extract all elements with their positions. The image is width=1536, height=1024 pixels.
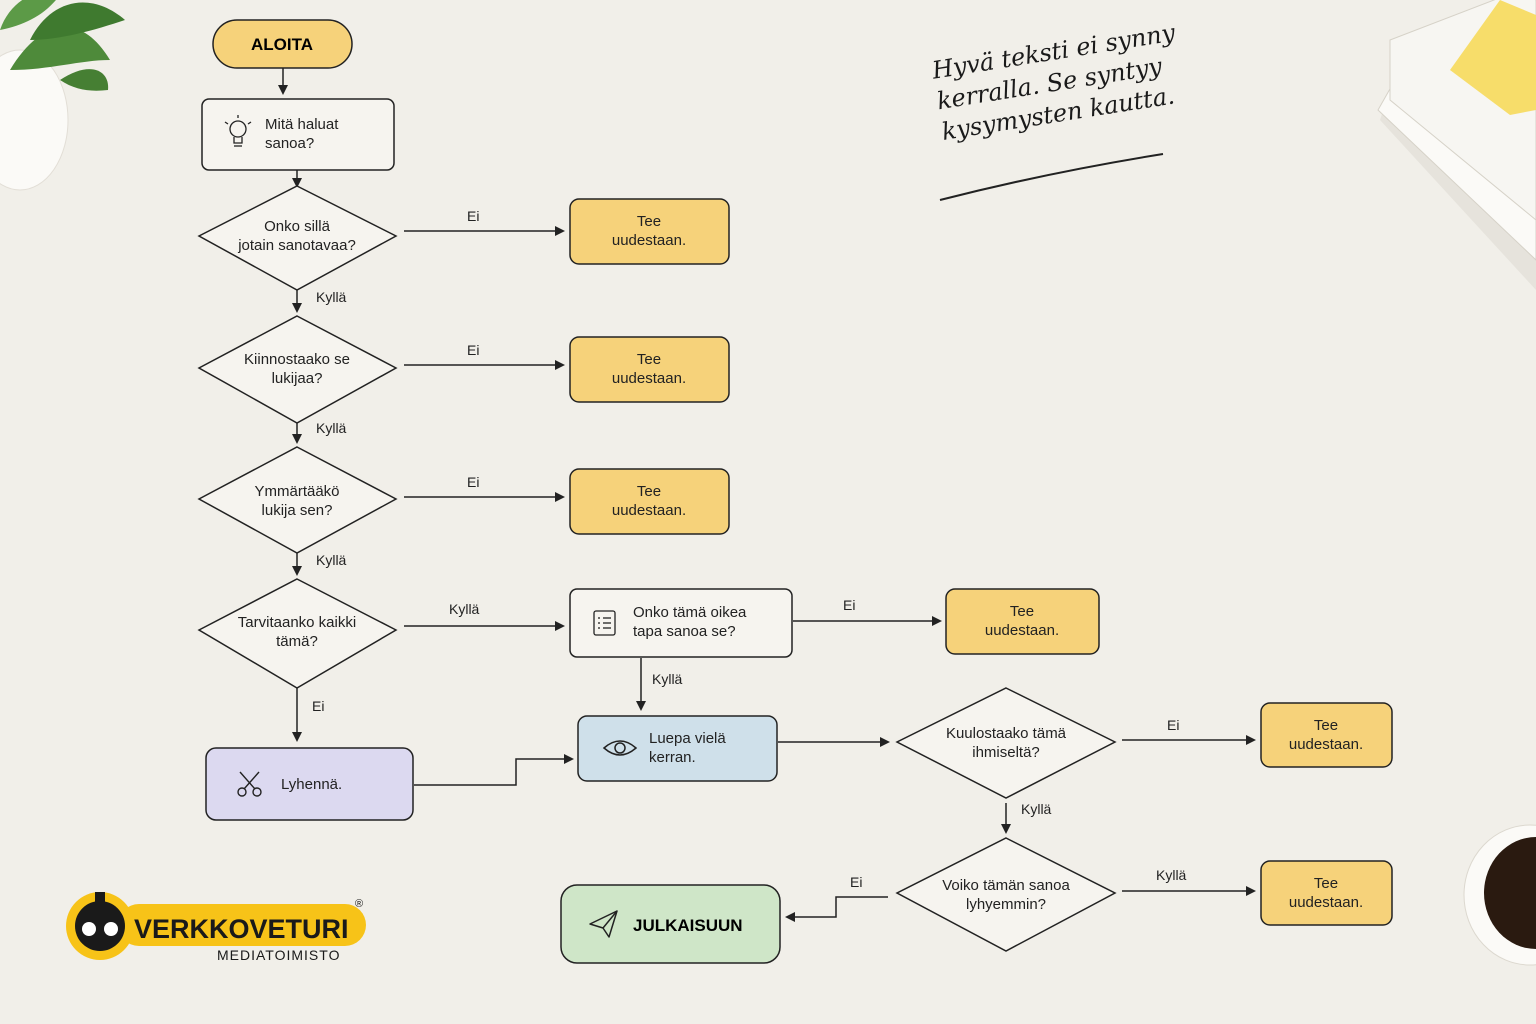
scissors-icon bbox=[237, 771, 262, 797]
decision-text: Tarvitaanko kaikki bbox=[238, 614, 356, 631]
shorten-text: Lyhennä. bbox=[281, 776, 342, 793]
label-yes: Kyllä bbox=[316, 420, 347, 436]
label-no: Ei bbox=[843, 597, 855, 613]
decision-text: Kuulostaako tämä bbox=[946, 725, 1067, 742]
label-no: Ei bbox=[1167, 717, 1179, 733]
decision-q6: Kuulostaako tämä ihmiseltä? bbox=[895, 687, 1117, 799]
decision-text: lukijaa? bbox=[272, 370, 323, 387]
plant-decoration bbox=[0, 0, 125, 191]
label-no: Ei bbox=[467, 474, 479, 490]
publish-label: JULKAISUUN bbox=[633, 916, 743, 935]
logo-subtitle: MEDIATOIMISTO bbox=[217, 947, 340, 963]
decision-text: tämä? bbox=[276, 633, 318, 650]
list-icon bbox=[593, 610, 616, 636]
label-yes: Kyllä bbox=[1021, 801, 1052, 817]
redo-text: Tee bbox=[637, 213, 661, 230]
shorten-box: Lyhennä. bbox=[205, 747, 414, 821]
redo-text: uudestaan. bbox=[612, 370, 686, 387]
redo-box: Tee uudestaan. bbox=[945, 588, 1100, 655]
intro-text: Mitä haluat bbox=[265, 116, 339, 133]
decision-text: Ymmärtääkö bbox=[254, 483, 339, 500]
redo-text: uudestaan. bbox=[612, 232, 686, 249]
intro-text: sanoa? bbox=[265, 135, 314, 152]
lightbulb-icon bbox=[224, 115, 252, 147]
book-stack-decoration bbox=[1377, 0, 1536, 290]
redo-text: Tee bbox=[1010, 603, 1034, 620]
label-yes: Kyllä bbox=[449, 601, 480, 617]
registered-mark: ® bbox=[355, 898, 363, 910]
logo: VERKKOVETURI MEDIATOIMISTO ® bbox=[66, 892, 366, 963]
decision-text: Kiinnostaako se bbox=[244, 351, 350, 368]
start-node: ALOITA bbox=[212, 19, 353, 69]
decision-q1: Onko sillä jotain sanotavaa? bbox=[197, 185, 398, 291]
decision-text: ihmiseltä? bbox=[972, 744, 1040, 761]
redo-text: Tee bbox=[637, 351, 661, 368]
reread-box: Luepa vielä kerran. bbox=[577, 715, 778, 782]
redo-box: Tee uudestaan. bbox=[569, 468, 730, 535]
question-q5-box: Onko tämä oikea tapa sanoa se? bbox=[569, 588, 793, 658]
reread-text: kerran. bbox=[649, 749, 696, 766]
label-yes: Kyllä bbox=[652, 671, 683, 687]
label-yes: Kyllä bbox=[316, 552, 347, 568]
redo-box: Tee uudestaan. bbox=[1260, 702, 1393, 768]
reread-text: Luepa vielä bbox=[649, 730, 726, 747]
logo-name: VERKKOVETURI bbox=[134, 914, 349, 944]
coffee-cup-decoration bbox=[1463, 824, 1536, 966]
redo-text: Tee bbox=[1314, 875, 1338, 892]
decision-text: jotain sanotavaa? bbox=[237, 237, 356, 254]
redo-text: Tee bbox=[637, 483, 661, 500]
redo-text: uudestaan. bbox=[612, 502, 686, 519]
label-yes: Kyllä bbox=[1156, 867, 1187, 883]
edge-labels: Ei Kyllä Ei Kyllä Ei Kyllä Kyllä Ei Ei K… bbox=[312, 208, 1187, 890]
decision-q2: Kiinnostaako se lukijaa? bbox=[197, 315, 398, 424]
q5-text: tapa sanoa se? bbox=[633, 623, 736, 640]
decision-q3: Ymmärtääkö lukija sen? bbox=[197, 446, 398, 554]
label-no: Ei bbox=[467, 208, 479, 224]
redo-box: Tee uudestaan. bbox=[1260, 860, 1393, 926]
connectors bbox=[278, 68, 1256, 922]
label-no: Ei bbox=[850, 874, 862, 890]
label-no: Ei bbox=[467, 342, 479, 358]
start-label: ALOITA bbox=[251, 35, 313, 54]
redo-text: Tee bbox=[1314, 717, 1338, 734]
q5-text: Onko tämä oikea bbox=[633, 604, 747, 621]
label-no: Ei bbox=[312, 698, 324, 714]
redo-text: uudestaan. bbox=[1289, 736, 1363, 753]
redo-text: uudestaan. bbox=[985, 622, 1059, 639]
intro-node: Mitä haluat sanoa? bbox=[201, 98, 395, 171]
label-yes: Kyllä bbox=[316, 289, 347, 305]
publish-box: JULKAISUUN bbox=[560, 884, 781, 964]
decision-text: lyhyemmin? bbox=[966, 896, 1046, 913]
redo-text: uudestaan. bbox=[1289, 894, 1363, 911]
decision-text: Voiko tämän sanoa bbox=[942, 877, 1070, 894]
decision-text: Onko sillä bbox=[264, 218, 331, 235]
note-underline bbox=[939, 153, 1164, 201]
paper-plane-icon bbox=[589, 910, 618, 938]
eye-icon bbox=[602, 740, 638, 756]
redo-box: Tee uudestaan. bbox=[569, 336, 730, 403]
decision-q7: Voiko tämän sanoa lyhyemmin? bbox=[895, 837, 1117, 952]
redo-box: Tee uudestaan. bbox=[569, 198, 730, 265]
decision-q4: Tarvitaanko kaikki tämä? bbox=[197, 578, 398, 689]
decision-text: lukija sen? bbox=[262, 502, 333, 519]
